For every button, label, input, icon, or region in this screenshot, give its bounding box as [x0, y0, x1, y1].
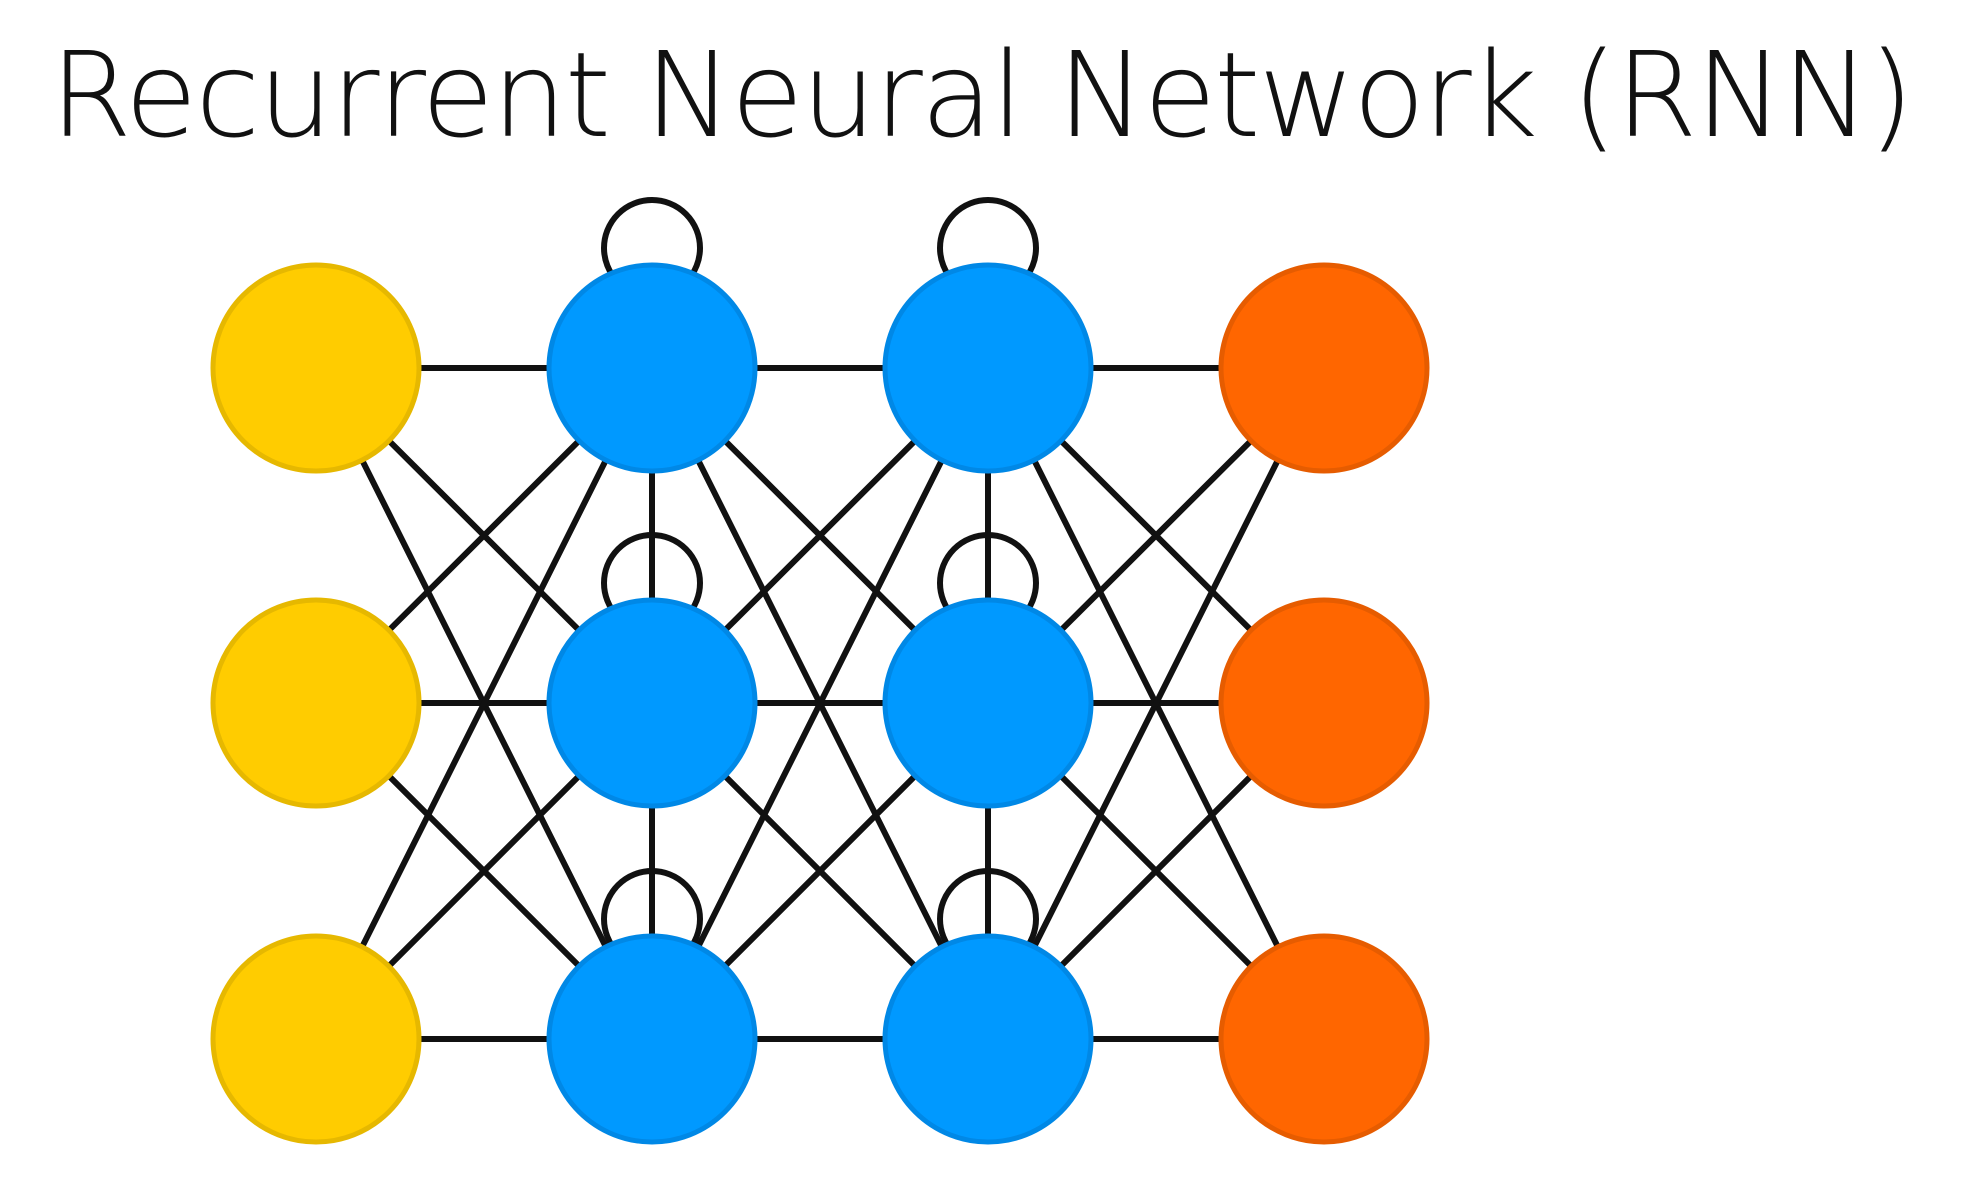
hidden-neuron [546, 933, 758, 1145]
connection-edge [313, 365, 655, 1042]
page-title: Recurrent Neural Network (RNN) [50, 26, 1914, 164]
hidden-neuron [546, 597, 758, 809]
neurons-group [210, 262, 1430, 1145]
hidden-neuron [546, 262, 758, 474]
hidden-neuron [882, 933, 1094, 1145]
input-neuron [210, 597, 422, 809]
connection-edge [649, 365, 991, 1042]
hidden-neuron [882, 597, 1094, 809]
hidden-neuron [882, 262, 1094, 474]
connections-group [313, 365, 1327, 1042]
connection-edge [985, 365, 1327, 1042]
output-neuron [1218, 262, 1430, 474]
output-neuron [1218, 597, 1430, 809]
input-neuron [210, 262, 422, 474]
output-neuron [1218, 933, 1430, 1145]
input-neuron [210, 933, 422, 1145]
